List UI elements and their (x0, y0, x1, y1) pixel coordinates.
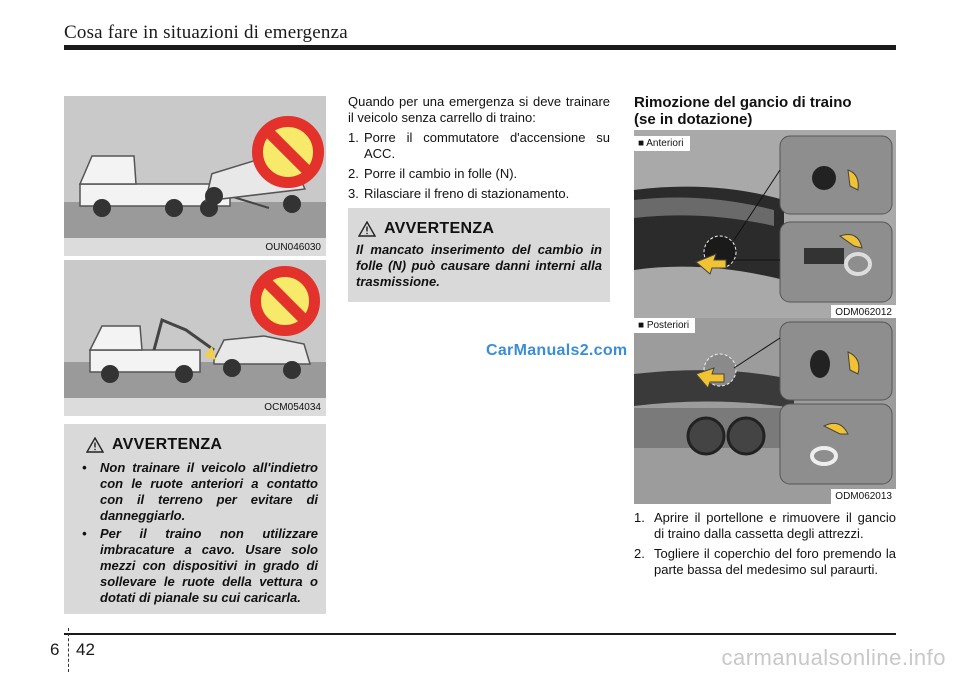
middle-column: Quando per una emergenza si deve trainar… (348, 94, 610, 206)
footer-rule (64, 633, 896, 635)
hook-steps: 1. Aprire il portellone e rimuovere il ga… (634, 510, 896, 578)
figure-front-hook: ■ Anteriori ODM062012 (634, 130, 896, 320)
step-text: Rilasciare il freno di stazionamento. (364, 186, 570, 201)
warning-box-left: AVVERTENZA Non trainare il veicolo all'i… (64, 424, 326, 614)
figure-label: ■ Posteriori (634, 318, 696, 333)
figure-code: OUN046030 (265, 242, 321, 253)
step-text: Aprire il portellone e rimuovere il ganc… (654, 510, 896, 541)
step-number: 2. (634, 546, 645, 561)
warning-item: Per il traino non utilizzare imbracature… (76, 526, 318, 606)
figure-code: ODM062012 (831, 305, 896, 320)
wrecker-illustration (88, 317, 312, 383)
warning-triangle-icon (358, 221, 376, 237)
page-number: 42 (76, 640, 95, 659)
front-bumper-illustration (634, 130, 896, 320)
step-number: 2. (348, 166, 359, 181)
step-item: 2. Porre il cambio in folle (N). (348, 166, 610, 182)
figure-sling-tow: OCM054034 (64, 260, 326, 416)
warning-title: AVVERTENZA (112, 436, 223, 453)
figure-code: OCM054034 (264, 402, 321, 413)
caption-band (64, 238, 326, 256)
warning-text: Il mancato inserimento del cambio in fol… (356, 242, 602, 289)
rear-bumper-illustration (634, 318, 896, 504)
figure-code: ODM062013 (831, 489, 896, 504)
step-number: 1. (348, 130, 359, 145)
right-title: Rimozione del gancio di traino (se in do… (634, 94, 896, 128)
section-title-line2: (se in dotazione) (634, 111, 753, 128)
watermark-text: CarManuals2.com (486, 342, 628, 359)
figure-label: ■ Anteriori (634, 136, 690, 151)
footer-divider (68, 628, 69, 672)
right-steps: 1. Aprire il portellone e rimuovere il ga… (634, 510, 896, 582)
warning-header: AVVERTENZA (76, 436, 318, 454)
figure-flatbed-tow: OUN046030 (64, 96, 326, 256)
page-header-title: Cosa fare in situazioni di emergenza (64, 22, 348, 43)
warning-header: AVVERTENZA (356, 220, 602, 238)
prohibited-icon (250, 266, 320, 336)
step-text: Togliere il coperchio del foro premendo … (654, 546, 896, 577)
caption-band (64, 398, 326, 416)
warning-item: Non trainare il veicolo all'indietro con… (76, 460, 318, 524)
step-item: 1. Aprire il portellone e rimuovere il ga… (634, 510, 896, 542)
step-text: Porre il commutatore d'accensione su ACC… (364, 130, 610, 161)
figure-rear-hook: ■ Posteriori ODM062013 (634, 318, 896, 504)
section-title-line1: Rimozione del gancio di traino (634, 94, 852, 111)
step-text: Porre il cambio in folle (N). (364, 166, 518, 181)
step-item: 3. Rilasciare il freno di stazionamento. (348, 186, 610, 202)
step-number: 3. (348, 186, 359, 201)
step-item: 1. Porre il commutatore d'accensione su A… (348, 130, 610, 162)
header-rule (64, 41, 896, 50)
intro-text: Quando per una emergenza si deve trainar… (348, 94, 610, 125)
footer-site-watermark: carmanualsonline.info (721, 645, 946, 670)
section-number: 6 (50, 640, 60, 659)
prohibited-icon (252, 116, 324, 188)
tow-truck-illustration (78, 155, 307, 217)
step-number: 1. (634, 510, 645, 525)
warning-title: AVVERTENZA (384, 220, 495, 237)
warning-box-middle: AVVERTENZA Il mancato inserimento del ca… (348, 208, 610, 302)
warning-list: Non trainare il veicolo all'indietro con… (76, 460, 318, 606)
tow-steps: 1. Porre il commutatore d'accensione su A… (348, 130, 610, 202)
warning-triangle-icon (86, 437, 104, 453)
step-item: 2. Togliere il coperchio del foro premend… (634, 546, 896, 578)
